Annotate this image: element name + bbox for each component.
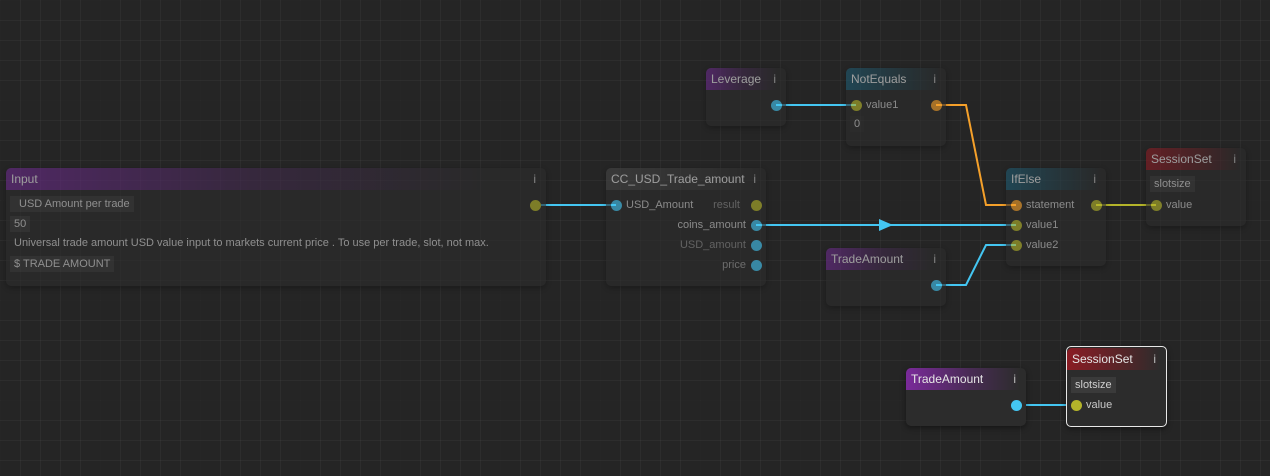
price-output-pin[interactable] — [751, 260, 762, 271]
input-label-field[interactable]: $ TRADE AMOUNT — [10, 256, 115, 272]
info-icon[interactable]: i — [753, 172, 756, 186]
if-else-output-pin[interactable] — [1091, 200, 1102, 211]
not-equals-node-title: NotEquals — [851, 72, 907, 86]
session-set-bottom-slotsize-field[interactable]: slotsize — [1071, 377, 1116, 393]
input-description: Universal trade amount USD value input t… — [14, 237, 489, 249]
usd-amount-output-pin[interactable] — [751, 240, 762, 251]
if-else-node-header[interactable]: IfElse i — [1006, 168, 1106, 190]
leverage-output-pin[interactable] — [771, 100, 782, 111]
not-equals-value1-pin[interactable] — [851, 100, 862, 111]
if-else-value2-pin[interactable] — [1011, 240, 1022, 251]
if-else-value2-label: value2 — [1026, 239, 1059, 251]
if-else-value1-pin[interactable] — [1011, 220, 1022, 231]
trade-amount-node-top[interactable]: TradeAmount i — [826, 248, 946, 306]
session-set-bottom-value-label: value — [1086, 399, 1113, 411]
session-set-top-slotsize-field[interactable]: slotsize — [1150, 176, 1195, 192]
leverage-node-title: Leverage — [711, 72, 762, 86]
if-else-node[interactable]: IfElse i statement value1 value2 — [1006, 168, 1106, 266]
wire-flow-arrow — [879, 219, 893, 231]
info-icon[interactable]: i — [773, 72, 776, 86]
trade-amount-top-title: TradeAmount — [831, 252, 904, 266]
trade-amount-bottom-output-pin[interactable] — [1011, 400, 1022, 411]
not-equals-node[interactable]: NotEquals i value1 0 — [846, 68, 946, 146]
result-output-pin[interactable] — [751, 200, 762, 211]
not-equals-value2-field[interactable]: 0 — [850, 116, 865, 132]
usd-amount-input-label: USD_Amount — [626, 199, 694, 211]
leverage-node-header[interactable]: Leverage i — [706, 68, 786, 90]
not-equals-value1-label: value1 — [866, 99, 899, 111]
session-set-top-value-label: value — [1166, 199, 1193, 211]
usd-amount-output-label: USD_amount — [679, 239, 746, 251]
cc-usd-node-header[interactable]: CC_USD_Trade_amount i — [606, 168, 766, 190]
session-set-top-header[interactable]: SessionSet i — [1146, 148, 1246, 170]
input-node-title: Input — [11, 172, 38, 186]
session-set-bottom-title: SessionSet — [1072, 352, 1133, 366]
info-icon[interactable]: i — [1153, 352, 1156, 366]
if-else-node-title: IfElse — [1011, 172, 1042, 186]
result-output-label: result — [713, 199, 740, 211]
info-icon[interactable]: i — [1013, 372, 1016, 386]
session-set-bottom-header[interactable]: SessionSet i — [1067, 348, 1166, 370]
session-set-bottom-value-pin[interactable] — [1071, 400, 1082, 411]
session-set-node-bottom[interactable]: SessionSet i slotsize value — [1066, 346, 1167, 427]
not-equals-output-pin[interactable] — [931, 100, 942, 111]
wire-tradeamount-to-ifelse-value2 — [936, 244, 1016, 286]
leverage-node[interactable]: Leverage i — [706, 68, 786, 126]
trade-amount-bottom-header[interactable]: TradeAmount i — [906, 368, 1026, 390]
coins-amount-output-pin[interactable] — [751, 220, 762, 231]
input-node[interactable]: Input i USD Amount per trade 50 Universa… — [6, 168, 546, 286]
info-icon[interactable]: i — [933, 72, 936, 86]
input-node-header[interactable]: Input i — [6, 168, 546, 190]
trade-amount-bottom-title: TradeAmount — [911, 372, 984, 386]
session-set-top-value-pin[interactable] — [1151, 200, 1162, 211]
if-else-value1-label: value1 — [1026, 219, 1059, 231]
input-output-pin[interactable] — [530, 200, 541, 211]
session-set-node-top[interactable]: SessionSet i slotsize value — [1146, 148, 1246, 226]
input-value-field[interactable]: 50 — [10, 216, 31, 232]
trade-amount-node-bottom[interactable]: TradeAmount i — [906, 368, 1026, 426]
coins-amount-output-label: coins_amount — [677, 219, 747, 231]
not-equals-node-header[interactable]: NotEquals i — [846, 68, 946, 90]
if-else-statement-pin[interactable] — [1011, 200, 1022, 211]
info-icon[interactable]: i — [533, 172, 536, 186]
info-icon[interactable]: i — [1093, 172, 1096, 186]
info-icon[interactable]: i — [1233, 152, 1236, 166]
trade-amount-top-header[interactable]: TradeAmount i — [826, 248, 946, 270]
session-set-top-title: SessionSet — [1151, 152, 1212, 166]
input-name-field[interactable]: USD Amount per trade — [10, 196, 134, 212]
price-output-label: price — [722, 259, 746, 271]
trade-amount-top-output-pin[interactable] — [931, 280, 942, 291]
cc-usd-node-title: CC_USD_Trade_amount — [611, 172, 745, 186]
wire-notequals-to-ifelse-statement — [936, 104, 1016, 206]
cc-usd-trade-amount-node[interactable]: CC_USD_Trade_amount i USD_Amount result … — [606, 168, 766, 286]
info-icon[interactable]: i — [933, 252, 936, 266]
if-else-statement-label: statement — [1026, 199, 1075, 211]
usd-amount-input-pin[interactable] — [611, 200, 622, 211]
